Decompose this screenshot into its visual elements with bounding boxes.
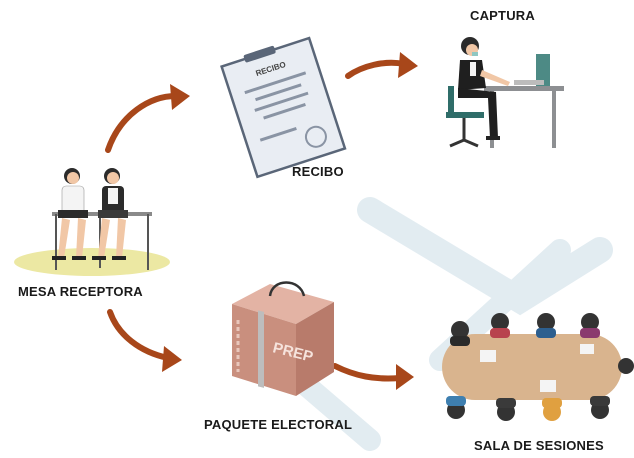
- ballot-box-icon: PREP: [232, 281, 334, 396]
- arrow-mesa-to-paquete: [107, 309, 182, 372]
- document-icon: RECIBO: [220, 36, 347, 179]
- captura-label: CAPTURA: [470, 8, 535, 23]
- mesa-receptora-label: MESA RECEPTORA: [18, 284, 143, 299]
- arrow-mesa-to-recibo: [105, 84, 190, 153]
- typist-icon: [446, 37, 564, 148]
- women-seated-icon: [14, 168, 170, 276]
- arrow-paquete-to-sala: [332, 363, 414, 390]
- meeting-table-icon: [442, 313, 634, 421]
- arrow-recibo-to-captura: [345, 52, 418, 79]
- recibo-label: RECIBO: [292, 164, 344, 179]
- sala-de-sesiones-label: SALA DE SESIONES: [474, 438, 604, 453]
- paquete-electoral-label: PAQUETE ELECTORAL: [204, 417, 353, 432]
